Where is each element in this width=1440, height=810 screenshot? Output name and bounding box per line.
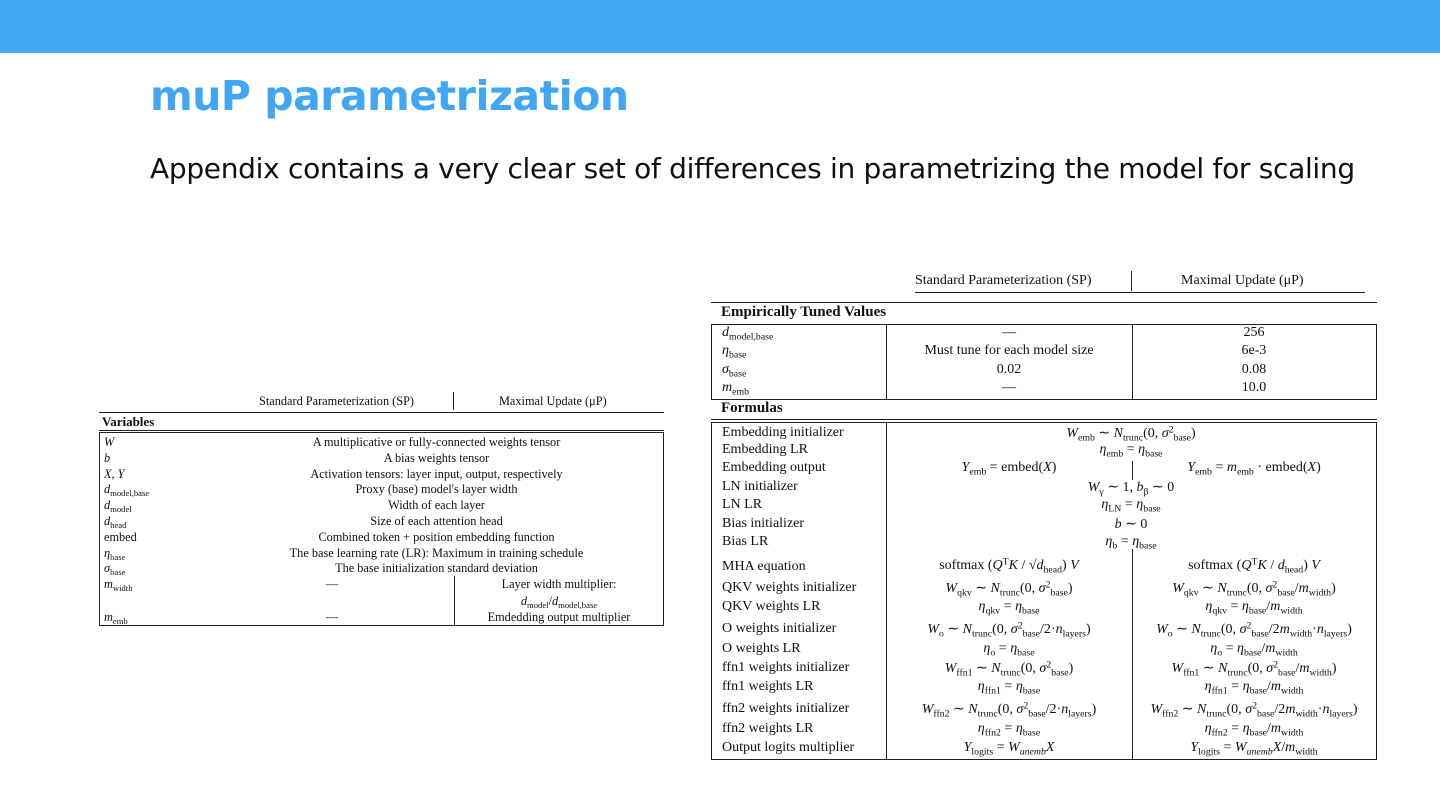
section-tuned-values: Empirically Tuned Values: [711, 302, 1377, 324]
table-row: dmodel,base—256: [722, 325, 1265, 343]
header-rule: [915, 292, 1365, 293]
section-formulas: Formulas: [711, 400, 1377, 420]
slide-subtitle: Appendix contains a very clear set of di…: [150, 152, 1355, 185]
variables-table: Standard Parameterization (SP) Maximal U…: [99, 390, 664, 627]
multiplier-rows: mwidth — Layer width multiplier: dmodel/…: [100, 576, 663, 625]
header-divider: [453, 392, 454, 410]
column-divider: [886, 325, 887, 399]
formulas-table: Standard Parameterization (SP) Maximal U…: [711, 270, 1377, 760]
col-header-mup: Maximal Update (μP): [1181, 273, 1304, 288]
column-divider: [1132, 461, 1133, 480]
table-row: mwidth — Layer width multiplier: dmodel/…: [104, 577, 617, 611]
column-divider: [454, 576, 455, 626]
table-header: Standard Parameterization (SP) Maximal U…: [711, 270, 1377, 292]
slide-title: muP parametrization: [150, 72, 629, 120]
column-divider: [1132, 549, 1133, 759]
header-bar: [0, 0, 1440, 53]
section-variables: Variables: [99, 412, 664, 431]
col-header-mup: Maximal Update (μP): [499, 394, 607, 408]
col-header-sp: Standard Parameterization (SP): [259, 394, 415, 408]
table-header: Standard Parameterization (SP) Maximal U…: [99, 390, 664, 412]
table-row: memb—10.0: [722, 380, 1267, 398]
table-row: memb — Emdedding output multiplier: [104, 610, 631, 627]
col-header-sp: Standard Parameterization (SP): [915, 273, 1092, 288]
column-divider: [886, 423, 887, 759]
column-divider: [1132, 325, 1133, 399]
header-divider: [1131, 271, 1132, 291]
